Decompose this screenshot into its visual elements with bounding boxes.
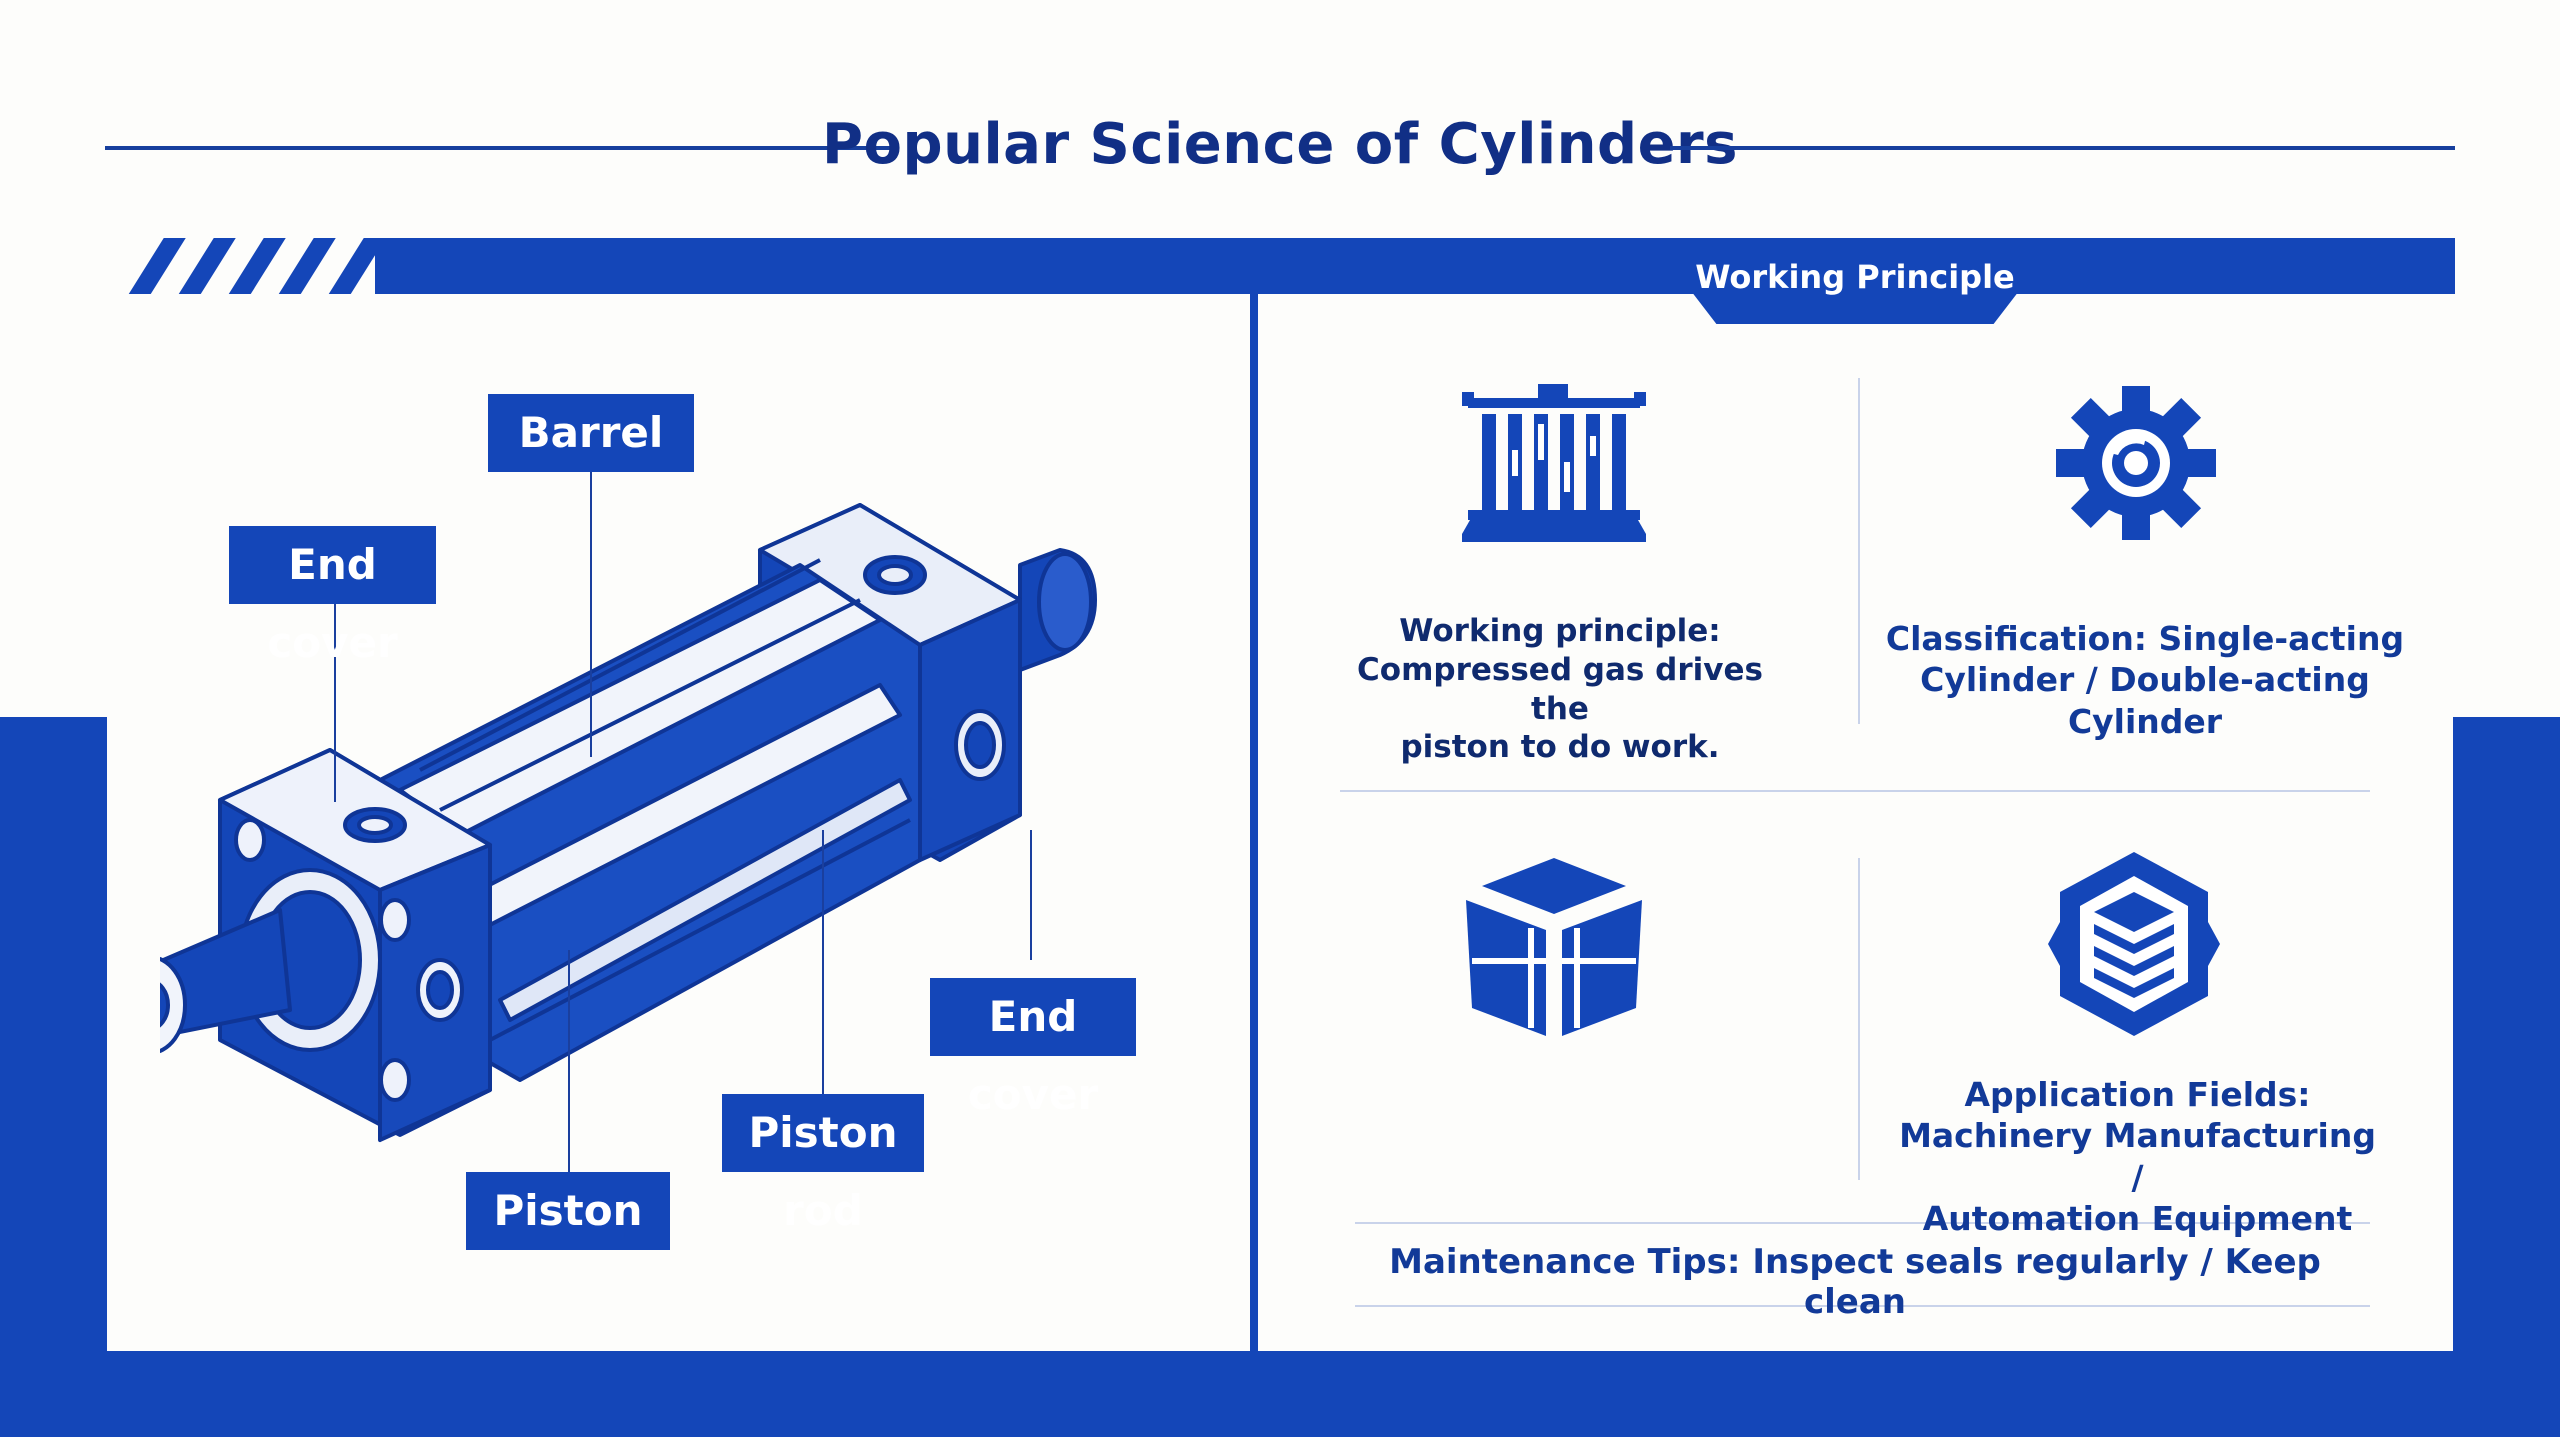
hazard-stripes (105, 238, 375, 294)
grid-divider-vertical-top (1858, 378, 1860, 724)
label-piston-rod: Piston rod (722, 1094, 924, 1235)
tips-rule-top (1355, 1222, 2370, 1224)
title-row: Popular Science of Cylinders (0, 108, 2560, 188)
application-line-3: Automation Equipment (1922, 1198, 2353, 1238)
application-line-2: Machinery Manufacturing / (1899, 1116, 2376, 1197)
title-rule-right (1670, 146, 2455, 150)
leader-piston (568, 950, 570, 1172)
working-principle-tab (1690, 238, 2020, 324)
leader-piston-rod (822, 830, 824, 1096)
maintenance-tips: Maintenance Tips: Inspect seals regularl… (1389, 1242, 2321, 1322)
working-principle-line-2: Compressed gas drives the (1357, 651, 1763, 727)
principle-panel (1258, 294, 2453, 1351)
frame-bottom-bar (105, 1351, 2455, 1359)
working-principle-tab-label: Working Principle (1695, 258, 2015, 296)
tips-rule-bottom (1355, 1305, 2370, 1307)
cylinder-illustration (160, 503, 1097, 1142)
leader-end-cover-right (1030, 830, 1032, 960)
label-barrel: Barrel (488, 394, 694, 472)
title-rule-left (105, 146, 895, 150)
leader-barrel (590, 472, 592, 757)
working-principle-caption: Working principle: Compressed gas drives… (1330, 612, 1790, 767)
box-icon (1466, 858, 1642, 1036)
leader-end-cover-left (334, 604, 336, 802)
application-line-1: Application Fields: (1964, 1075, 2311, 1114)
page-title: Popular Science of Cylinders (821, 112, 1738, 177)
label-piston: Piston (466, 1172, 670, 1250)
layers-icon (2048, 852, 2220, 1036)
grid-divider-horizontal (1340, 790, 2370, 792)
grid-divider-vertical-bottom (1858, 858, 1860, 1180)
application-caption: Application Fields: Machinery Manufactur… (1890, 1074, 2385, 1239)
label-end-cover-right: End cover (930, 978, 1136, 1119)
working-principle-line-1: Working principle: (1399, 613, 1721, 649)
label-end-cover-left: End cover (229, 526, 436, 667)
classification-caption: Classification: Single-acting Cylinder /… (1870, 618, 2420, 742)
classification-line-1: Classification: Single-acting (1885, 619, 2405, 658)
panel-divider (1250, 294, 1258, 1351)
gear-icon (2056, 386, 2216, 540)
working-principle-line-3: piston to do work. (1400, 729, 1720, 766)
frame-top-bar (105, 238, 2455, 294)
pneumatic-panel-icon (1462, 384, 1646, 542)
classification-line-2: Cylinder / Double-acting Cylinder (1920, 660, 2370, 741)
